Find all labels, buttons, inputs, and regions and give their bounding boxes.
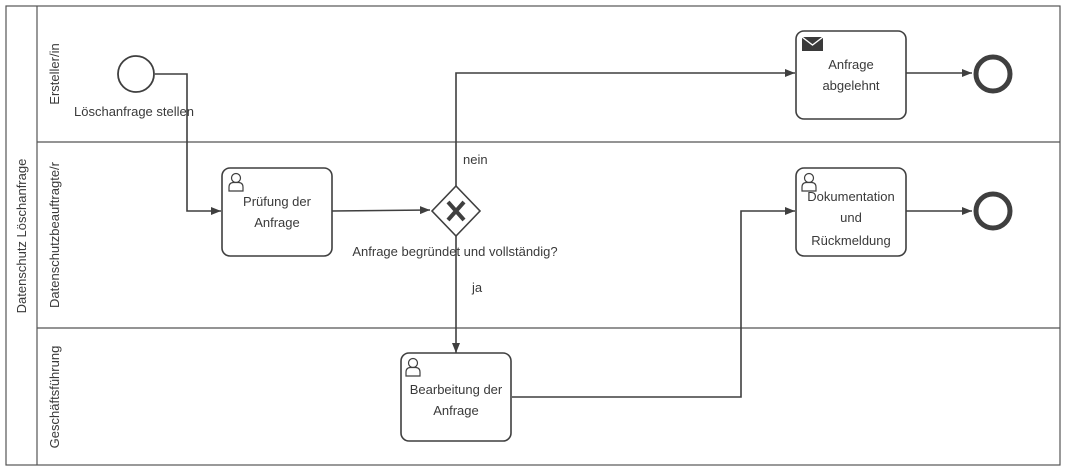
task-dokumentation-line3: Rückmeldung	[811, 233, 891, 248]
end-event-abgelehnt	[973, 54, 1013, 94]
start-event	[117, 55, 155, 93]
flow-pruefung-to-gateway	[331, 206, 431, 215]
pool-label: Datenschutz Löschanfrage	[14, 159, 29, 314]
lane-label-datenschutzbeauftragte: Datenschutzbeauftragte/r	[47, 161, 62, 308]
flow-start-to-pruefung	[155, 73, 221, 215]
task-abgelehnt-line1: Anfrage	[828, 57, 874, 72]
task-bearbeitung-line2: Anfrage	[433, 403, 479, 418]
flow-bearbeitung-to-dokumentation	[512, 207, 795, 398]
gateway-label: Anfrage begründet und vollständig?	[352, 244, 557, 259]
gateway-yes-label: ja	[471, 280, 483, 295]
task-dokumentation-line2: und	[840, 210, 862, 225]
lane-label-geschaeftsfuehrung: Geschäftsführung	[47, 346, 62, 449]
exclusive-gateway-x-icon	[446, 200, 466, 222]
task-pruefung-line2: Anfrage	[254, 215, 300, 230]
task-pruefung-line1: Prüfung der	[243, 194, 312, 209]
gateway-no-label: nein	[463, 152, 488, 167]
user-icon	[801, 172, 817, 192]
task-pruefung	[221, 167, 333, 257]
task-bearbeitung-line1: Bearbeitung der	[410, 382, 503, 397]
start-event-label: Löschanfrage stellen	[74, 104, 194, 119]
end-event-rueckmeldung	[973, 191, 1013, 231]
task-dokumentation-line1: Dokumentation	[807, 189, 894, 204]
user-icon	[228, 172, 244, 192]
task-bearbeitung	[400, 352, 512, 442]
task-abgelehnt-line2: abgelehnt	[822, 78, 879, 93]
flow-gateway-nein	[455, 69, 795, 186]
envelope-icon	[801, 36, 824, 51]
lane-label-erstellerin: Ersteller/in	[47, 43, 62, 104]
user-icon	[405, 357, 421, 377]
task-dokumentation	[795, 167, 907, 257]
task-abgelehnt	[795, 30, 907, 120]
